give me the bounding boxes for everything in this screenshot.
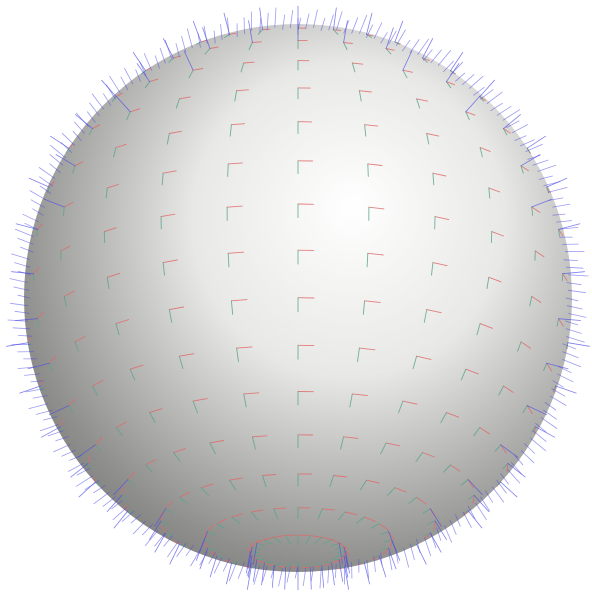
normal-axis: [417, 544, 427, 564]
normal-axis: [193, 21, 201, 42]
rim-normal: [360, 15, 367, 33]
rim-normal: [54, 445, 71, 452]
tangent-v-axis: [368, 164, 369, 177]
rim-normal: [425, 538, 431, 556]
normal-axis: [568, 343, 590, 347]
rim-normal: [404, 548, 409, 567]
normal-axis: [50, 136, 68, 148]
rim-normal: [90, 103, 100, 116]
normal-axis: [334, 8, 337, 30]
rim-normal: [451, 62, 463, 74]
rim-normal: [493, 487, 504, 502]
rim-normal: [533, 431, 546, 442]
rim-normal: [110, 76, 120, 92]
rim-normal: [548, 187, 567, 192]
tangent-u-axis: [303, 567, 310, 568]
normal-axis: [379, 556, 386, 577]
rim-normal: [76, 476, 92, 486]
rim-normal: [567, 337, 585, 343]
rim-normal: [476, 503, 486, 519]
rim-normal: [94, 493, 109, 504]
rim-normal: [563, 360, 581, 367]
rim-normal: [541, 418, 556, 429]
rim-normal: [445, 526, 452, 543]
rim-normal: [39, 168, 54, 179]
normal-axis: [133, 52, 145, 70]
rim-normal: [12, 254, 30, 260]
rim-normal: [144, 54, 151, 71]
normal-axis: [556, 386, 577, 393]
rim-normal: [538, 165, 556, 171]
rim-normal: [50, 155, 63, 166]
rim-normal: [569, 275, 589, 276]
rim-normal: [75, 122, 85, 133]
rim-normal: [106, 85, 115, 99]
rim-normal: [30, 191, 46, 200]
rim-normal: [275, 8, 276, 28]
normal-axis: [41, 427, 60, 438]
rim-normal: [29, 404, 48, 409]
rim-normal: [320, 569, 321, 589]
rim-normal: [337, 12, 343, 30]
rim-normal: [85, 481, 99, 490]
rim-normal: [531, 438, 546, 450]
rim-normal: [418, 39, 429, 54]
rim-normal: [69, 463, 84, 471]
rim-normal: [551, 396, 567, 405]
rim-normal: [113, 508, 127, 520]
tangent-u-axis: [263, 29, 270, 30]
rim-normal: [463, 75, 474, 85]
rim-normal: [396, 30, 405, 46]
rim-normal: [497, 106, 511, 115]
normal-axis: [364, 563, 369, 584]
rim-normal: [512, 125, 527, 133]
rim-normal: [76, 113, 88, 127]
rim-normal: [145, 531, 157, 546]
rim-normal: [103, 497, 116, 507]
rim-normal: [463, 512, 471, 527]
normal-axis: [527, 136, 545, 148]
rim-normal: [125, 69, 133, 84]
rim-normal: [187, 29, 192, 48]
rim-normal: [191, 551, 200, 567]
rim-normal: [470, 76, 484, 88]
rim-normal: [487, 92, 502, 103]
rim-normal: [511, 463, 521, 474]
normal-axis: [155, 533, 166, 552]
rim-normal: [133, 521, 145, 534]
tangent-v-axis: [228, 164, 229, 177]
rim-normal: [497, 480, 507, 493]
rim-normal: [229, 563, 236, 581]
rim-normal: [62, 133, 74, 145]
rim-normal: [438, 50, 450, 65]
normal-axis: [114, 511, 128, 528]
rim-normal: [92, 94, 103, 109]
rim-normal: [165, 40, 171, 58]
rim-normal: [15, 229, 33, 236]
normal-axis: [451, 52, 463, 70]
rim-normal: [431, 50, 442, 63]
rim-normal: [521, 451, 534, 463]
normal-axis: [535, 427, 554, 438]
rim-normal: [503, 110, 519, 120]
normal-axis: [29, 178, 49, 187]
